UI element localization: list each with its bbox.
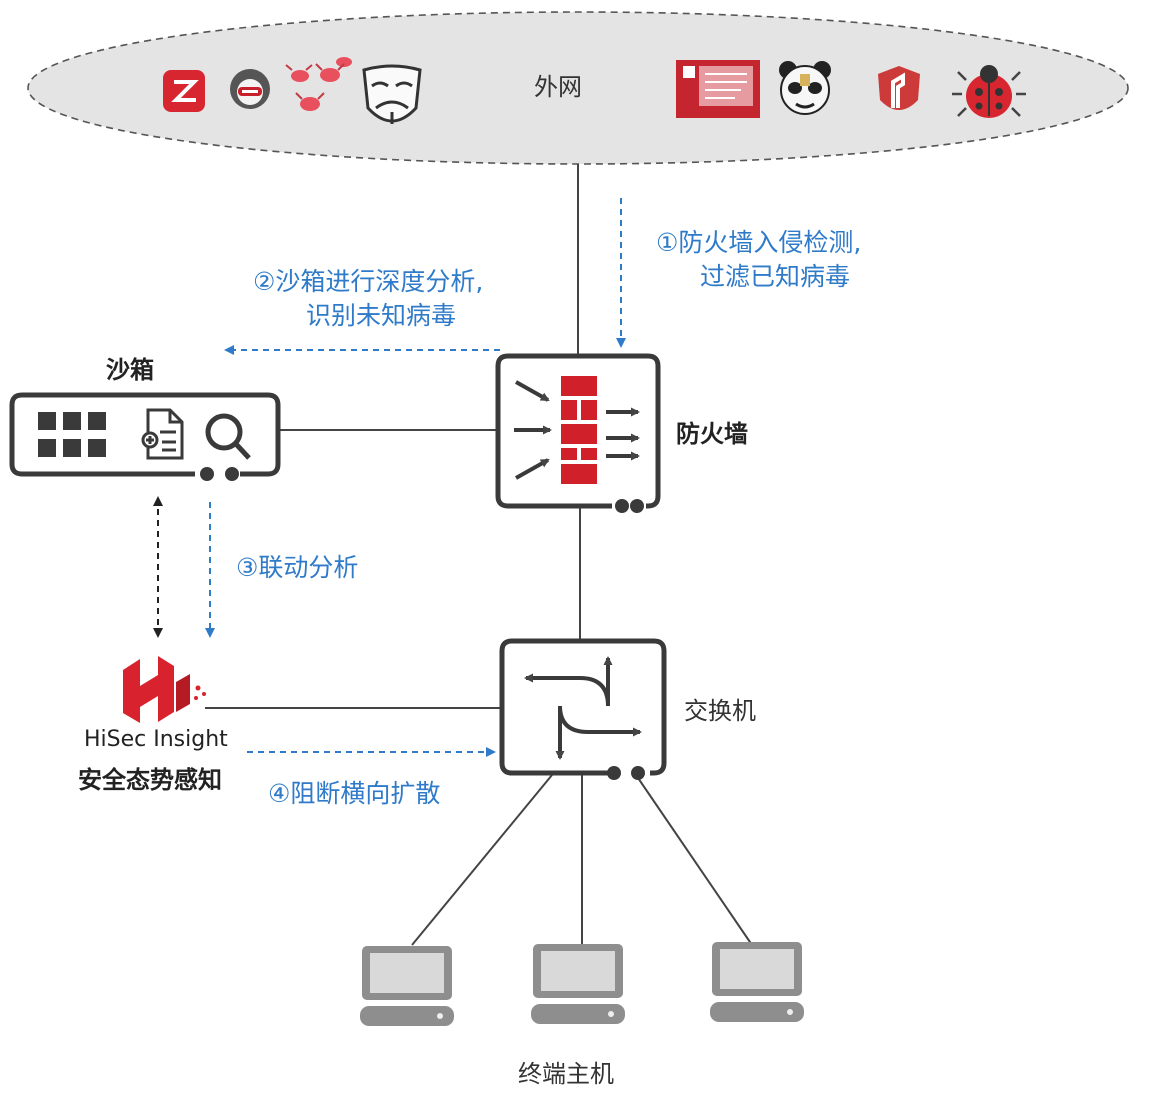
hosts-label: 终端主机 (518, 1060, 614, 1088)
host-computer-middle (531, 944, 625, 1024)
step2-label-line2: 识别未知病毒 (306, 301, 457, 330)
host-computer-right (710, 942, 804, 1022)
firewall-label: 防火墙 (676, 420, 748, 448)
hisec-brand-label: HiSec Insight (84, 727, 228, 752)
step3-label: ③联动分析 (236, 553, 359, 582)
link-switch-host-right (635, 774, 753, 946)
hacker-face-icon (230, 69, 270, 109)
switch-label: 交换机 (684, 697, 756, 725)
red-bugs-icon (285, 57, 352, 111)
step1-label-line2: 过滤已知病毒 (700, 262, 851, 291)
link-switch-host-left (411, 774, 553, 946)
hisec-name-label: 安全态势感知 (78, 766, 222, 794)
grid-apps-icon (38, 412, 106, 457)
switching-arrows-icon (524, 656, 642, 760)
internet-label: 外网 (534, 73, 582, 101)
step1-label-line1: ①防火墙入侵检测, (656, 228, 862, 257)
step4-label: ④阻断横向扩散 (268, 779, 441, 808)
sandbox-device (9, 392, 281, 481)
ransomware-screen-icon (676, 60, 760, 118)
ladybug-virus-icon (952, 65, 1026, 118)
document-scan-icon (141, 408, 184, 460)
step2-label-line1: ②沙箱进行深度分析, (253, 267, 484, 296)
sandbox-label: 沙箱 (106, 356, 154, 384)
traffic-arrows-icon (514, 380, 640, 480)
panda-virus-icon (779, 61, 831, 115)
magnifier-icon (205, 413, 251, 460)
firewall-device (495, 353, 661, 513)
switch-device (499, 638, 667, 780)
firewall-brick-icon (561, 376, 597, 484)
hisec-logo-icon (123, 656, 206, 723)
swirl-malware-icon (163, 70, 205, 112)
trojan-horse-icon (878, 66, 920, 110)
anonymous-mask-icon (362, 64, 422, 124)
host-computer-left (360, 946, 454, 1026)
